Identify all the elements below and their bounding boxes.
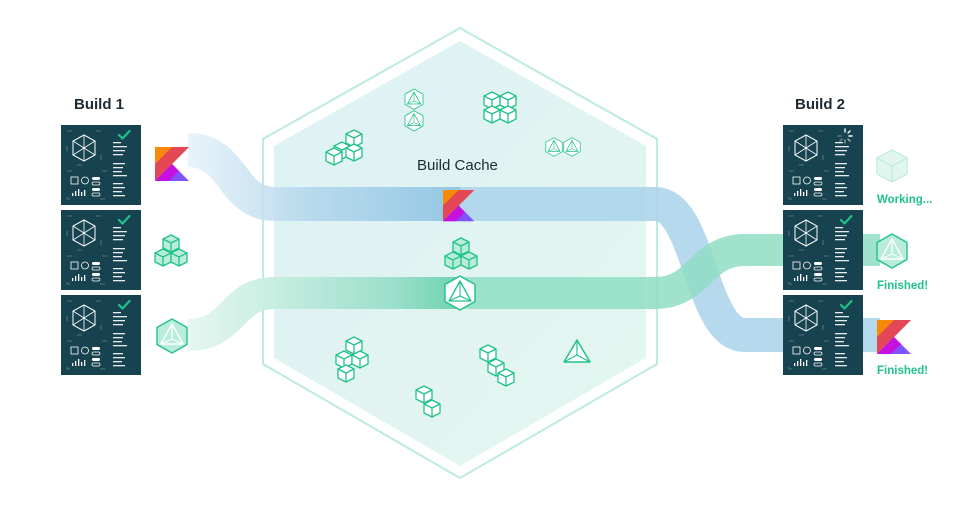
cache-items (325, 88, 591, 418)
stacked-cubes-icon (155, 235, 187, 266)
kotlin-logo-icon (155, 147, 189, 181)
build2-title: Build 2 (795, 96, 846, 113)
status-finished-2: Finished! (877, 365, 929, 377)
flow-bands (186, 133, 880, 352)
build1-title: Build 1 (74, 96, 125, 113)
build2-card-1 (782, 124, 864, 206)
cache-title: Build Cache (417, 157, 498, 174)
build2-card-3 (782, 294, 864, 376)
build2-column (782, 124, 911, 376)
build2-card-2 (782, 209, 864, 291)
status-finished-1: Finished! (877, 280, 929, 292)
build1-card-1 (60, 124, 142, 206)
kotlin-logo-icon (877, 320, 911, 354)
build1-card-3 (60, 294, 142, 376)
pending-cube-icon (876, 149, 908, 183)
polyhedron-icon (876, 233, 908, 269)
build1-card-2 (60, 209, 142, 291)
polyhedron-icon (156, 318, 188, 354)
status-working: Working... (877, 194, 933, 206)
build1-column (60, 124, 189, 376)
spinner-icon (837, 128, 853, 144)
